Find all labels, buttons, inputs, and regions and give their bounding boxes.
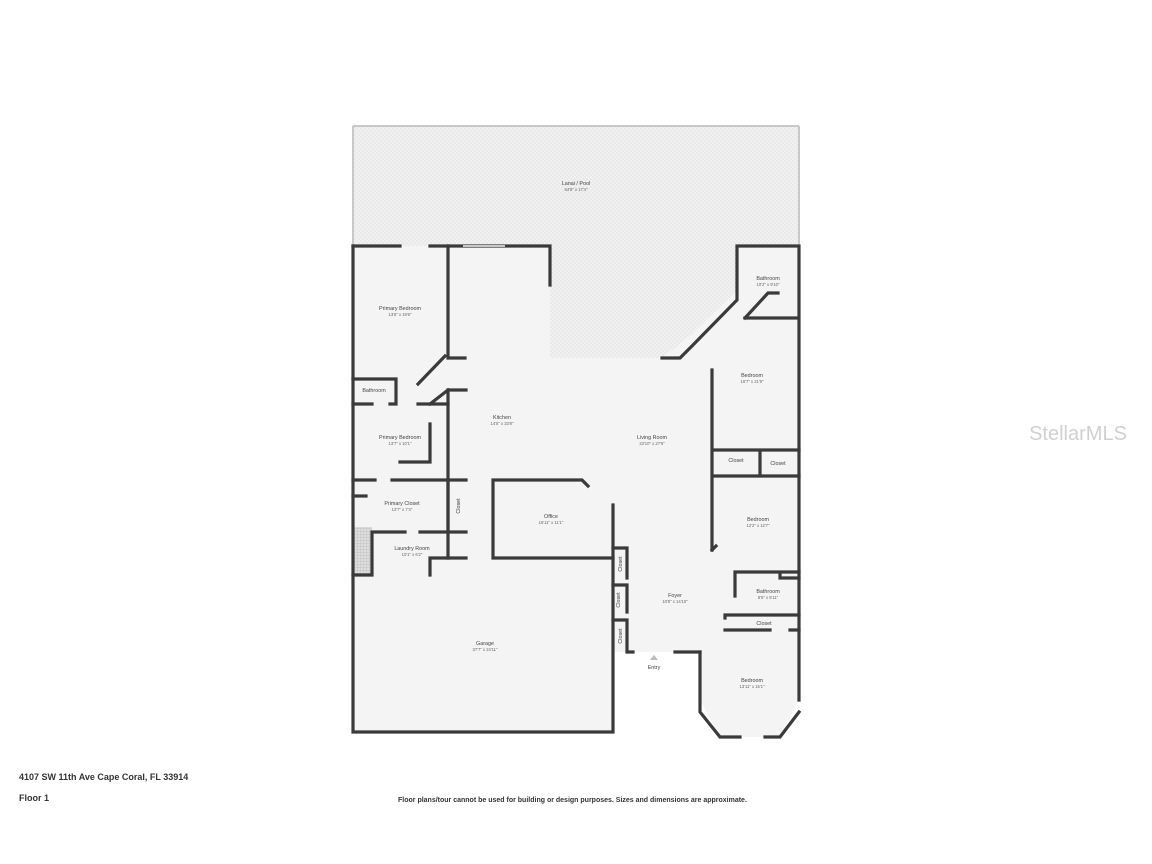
room-name: Closet: [756, 621, 772, 627]
watermark-logo: StellarMLS: [1029, 423, 1127, 445]
entry-marker-icon: [650, 655, 658, 660]
room-name: Closet: [728, 458, 744, 464]
room-dims: 13'7" x 7'4": [392, 507, 413, 512]
room-dims: 13'6" x 19'6": [389, 312, 412, 317]
room-name: Primary Bedroom: [379, 306, 421, 312]
room-name: Primary Closet: [384, 501, 420, 507]
room-dims: 23'10" x 27'6": [639, 441, 665, 446]
room-name: Laundry Room: [394, 546, 430, 552]
entry-label: Entry: [648, 665, 661, 671]
room-dims: 10'2" x 9'10": [757, 282, 780, 287]
walls: [351, 244, 802, 739]
room-name: Lanai / Pool: [562, 181, 590, 187]
room-name: Bathroom: [756, 276, 780, 282]
room-name: Closet: [770, 461, 786, 467]
room-dims: 37'7" x 24'11": [473, 647, 498, 652]
room-name: Office: [544, 514, 558, 520]
address-label: 4107 SW 11th Ave Cape Coral, FL 33914: [19, 772, 189, 782]
room-name: Closet: [456, 498, 462, 514]
room-dims: 16'11" x 11'1": [539, 520, 564, 525]
room-dims: 10'8" x 14'10": [662, 599, 688, 604]
room-dims: 14'5" x 33'8": [491, 421, 514, 426]
room-name: Primary Bedroom: [379, 435, 421, 441]
room-name: Bathroom: [756, 589, 780, 595]
room-name: Closet: [618, 556, 624, 572]
room-dims: 8'5" x 5'11": [758, 595, 779, 600]
room-dims: 16'7" x 21'9": [741, 379, 764, 384]
interior-floor: [353, 246, 799, 737]
disclaimer: Floor plans/tour cannot be used for buil…: [398, 797, 747, 804]
stair-hatch: [354, 527, 372, 575]
room-dims: 13'11" x 15'1": [740, 684, 765, 689]
room-name: Closet: [618, 628, 624, 644]
room-name: Closet: [616, 592, 622, 608]
floor-label: Floor 1: [19, 793, 50, 803]
room-labels: Lanai / Pool 64'8" x 17'4" Primary Bedro…: [362, 181, 786, 689]
room-name: Bedroom: [741, 373, 763, 379]
room-name: Kitchen: [493, 415, 511, 421]
room-name: Foyer: [668, 593, 682, 599]
room-name: Bedroom: [741, 678, 763, 684]
room-name: Bathroom: [362, 388, 386, 394]
room-name: Garage: [476, 641, 494, 647]
room-dims: 13'7" x 10'1": [389, 441, 412, 446]
room-dims: 64'8" x 17'4": [565, 187, 588, 192]
lanai-area: [353, 126, 799, 358]
room-dims: 12'2" x 12'7": [747, 523, 770, 528]
room-name: Living Room: [637, 435, 667, 441]
room-name: Bedroom: [747, 517, 769, 523]
room-dims: 10'1" x 6'2": [402, 552, 423, 557]
